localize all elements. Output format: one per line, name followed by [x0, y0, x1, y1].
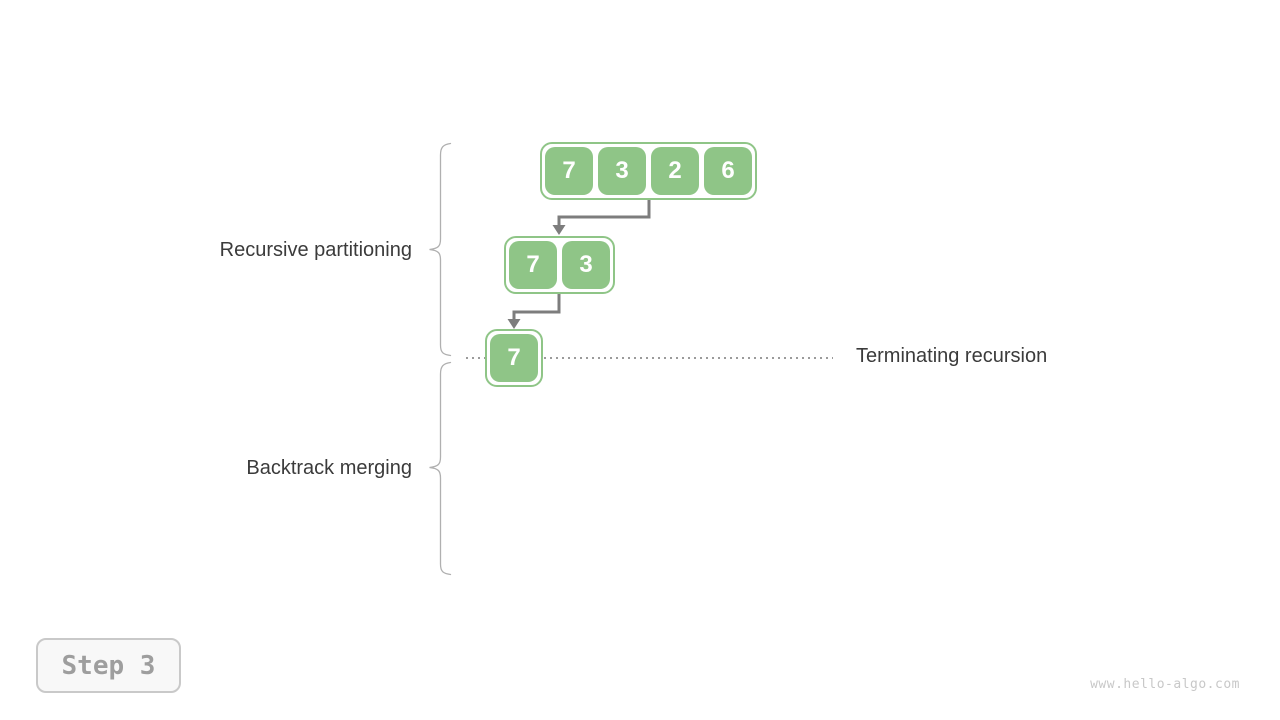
- array-cell: 7: [545, 147, 593, 195]
- step-badge: Step 3: [36, 638, 181, 693]
- label-recursive-partitioning: Recursive partitioning: [219, 239, 412, 261]
- brace-backtrack-merging: [429, 361, 452, 576]
- array-cell: 7: [509, 241, 557, 289]
- array-cell: 3: [598, 147, 646, 195]
- array-cell: 3: [562, 241, 610, 289]
- array-level-3: 7: [485, 329, 543, 387]
- array-cell: 2: [651, 147, 699, 195]
- array-cell: 7: [490, 334, 538, 382]
- arrow-level2-to-level3: [512, 294, 561, 320]
- watermark: www.hello-algo.com: [1090, 677, 1240, 692]
- array-cell: 6: [704, 147, 752, 195]
- label-terminating-recursion: Terminating recursion: [856, 345, 1048, 367]
- arrowhead-level2-to-level3: [507, 319, 521, 329]
- array-level-1: 7 3 2 6: [540, 142, 757, 200]
- arrow-level1-to-level2: [557, 200, 651, 226]
- brace-recursive-partitioning: [429, 142, 452, 357]
- label-backtrack-merging: Backtrack merging: [246, 457, 412, 479]
- arrowhead-level1-to-level2: [552, 225, 566, 235]
- array-level-2: 7 3: [504, 236, 615, 294]
